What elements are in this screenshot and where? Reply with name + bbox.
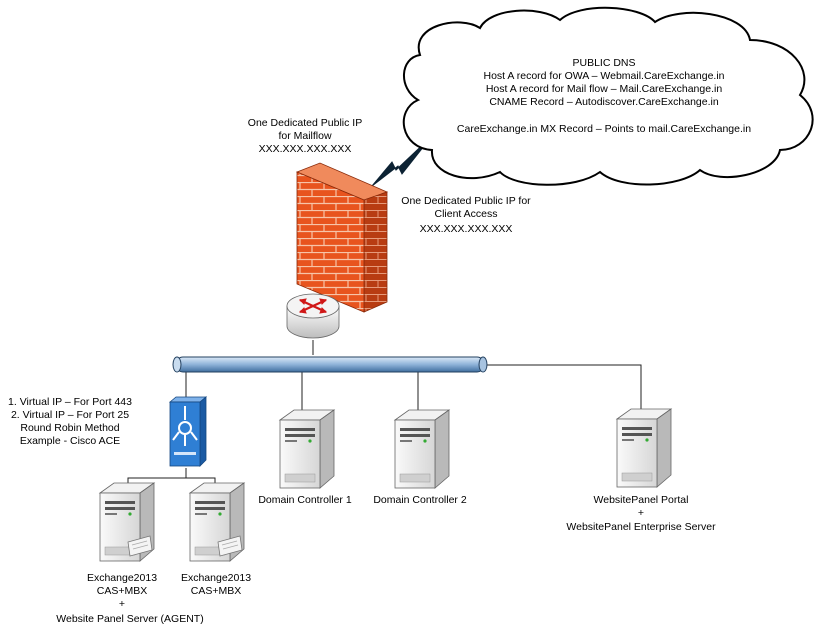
svg-text:One Dedicated Public IP for: One Dedicated Public IP for <box>401 195 531 207</box>
dns-line: Host A record for OWA – Webmail.CareExch… <box>483 70 724 82</box>
svg-text:+: + <box>638 507 644 519</box>
connection-lines <box>127 340 642 490</box>
exchange-1-label: Exchange2013 CAS+MBX + Website Panel Ser… <box>56 572 203 625</box>
cloud-icon <box>402 6 814 186</box>
server-icon-exchange-2 <box>189 482 245 562</box>
svg-text:Round Robin Method: Round Robin Method <box>20 422 119 434</box>
exchange-2-label: Exchange2013 CAS+MBX <box>181 572 251 597</box>
svg-text:+: + <box>119 598 125 610</box>
server-icon-domain-controller-2 <box>394 409 450 489</box>
svg-text:Exchange2013: Exchange2013 <box>87 572 157 584</box>
svg-text:Example - Cisco ACE: Example - Cisco ACE <box>20 435 120 447</box>
svg-text:CAS+MBX: CAS+MBX <box>97 585 147 597</box>
svg-text:2. Virtual IP – For Port 25: 2. Virtual IP – For Port 25 <box>11 409 129 421</box>
mailflow-ip-label: One Dedicated Public IP for Mailflow XXX… <box>248 117 362 155</box>
server-icon-websitepanel <box>616 408 672 488</box>
svg-text:for Mailflow: for Mailflow <box>278 130 332 142</box>
svg-text:Client Access: Client Access <box>434 208 497 220</box>
dns-line: CNAME Record – Autodiscover.CareExchange… <box>489 96 719 108</box>
svg-text:One Dedicated Public IP: One Dedicated Public IP <box>248 117 362 129</box>
client-access-ip-label: One Dedicated Public IP for Client Acces… <box>401 195 531 235</box>
server-icon-exchange-1 <box>99 482 155 562</box>
dns-cloud-text: PUBLIC DNS Host A record for OWA – Webma… <box>457 57 751 135</box>
svg-text:Website Panel Server (AGENT): Website Panel Server (AGENT) <box>56 613 203 625</box>
load-balancer-label: 1. Virtual IP – For Port 443 2. Virtual … <box>8 396 132 447</box>
svg-text:XXX.XXX.XXX.XXX: XXX.XXX.XXX.XXX <box>259 143 352 155</box>
firewall-icon <box>295 162 389 313</box>
svg-text:Exchange2013: Exchange2013 <box>181 572 251 584</box>
dns-line: CareExchange.in MX Record – Points to ma… <box>457 123 751 135</box>
svg-text:WebsitePanel Enterprise Server: WebsitePanel Enterprise Server <box>566 521 716 533</box>
network-backbone <box>172 356 488 373</box>
server-icon-domain-controller-1 <box>279 409 335 489</box>
websitepanel-label: WebsitePanel Portal + WebsitePanel Enter… <box>566 494 716 533</box>
domain-controller-1-label: Domain Controller 1 <box>258 494 352 506</box>
svg-text:CAS+MBX: CAS+MBX <box>191 585 241 597</box>
router-icon <box>286 293 340 339</box>
dns-line: Host A record for Mail flow – Mail.CareE… <box>486 83 723 95</box>
domain-controller-2-label: Domain Controller 2 <box>373 494 467 506</box>
svg-text:XXX.XXX.XXX.XXX: XXX.XXX.XXX.XXX <box>420 223 513 235</box>
dns-title: PUBLIC DNS <box>572 57 635 69</box>
svg-text:1. Virtual IP – For Port 443: 1. Virtual IP – For Port 443 <box>8 396 132 408</box>
svg-text:WebsitePanel Portal: WebsitePanel Portal <box>594 494 689 506</box>
load-balancer-icon <box>168 396 208 467</box>
